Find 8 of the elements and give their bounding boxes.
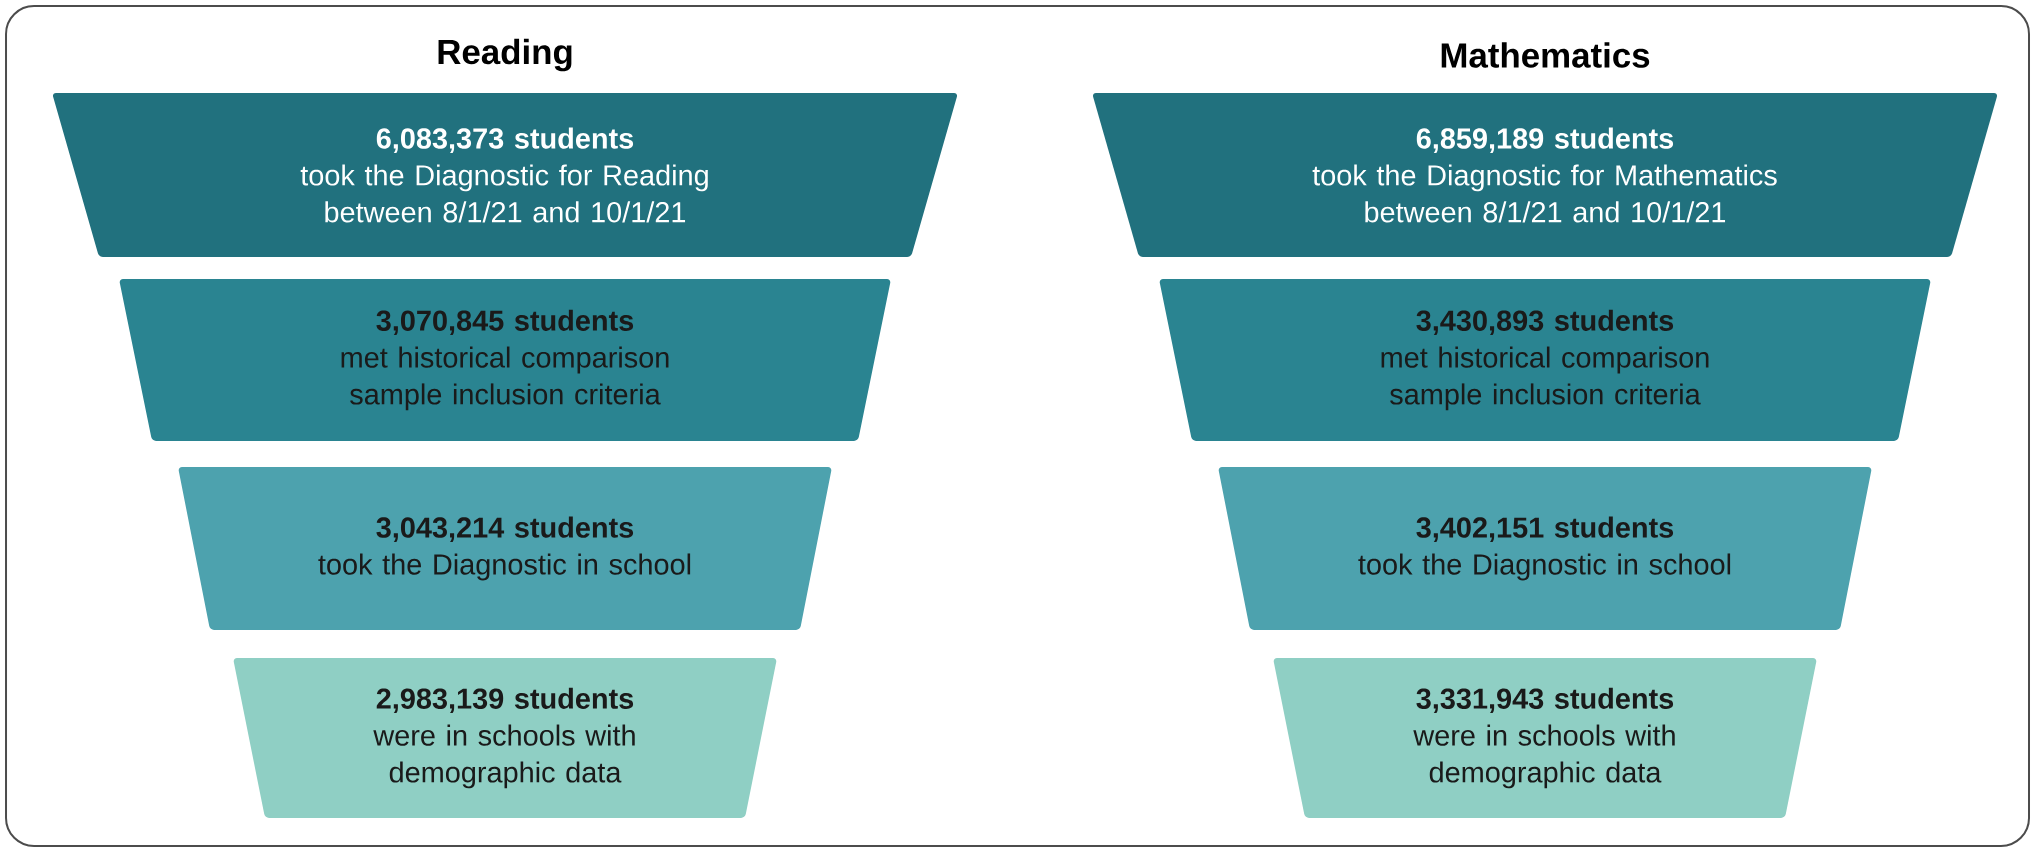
funnel-step: 3,430,893 students met historical comparison sample inclusion criteria [1159,279,1931,441]
funnel-step: 6,083,373 students took the Diagnostic for Reading between 8/1/21 and 10/1/21 [52,93,958,257]
funnel-step: 3,331,943 students were in schools with demographic data [1273,658,1817,818]
funnel-step: 3,402,151 students took the Diagnostic in school [1218,467,1872,630]
funnel-step: 6,859,189 students took the Diagnostic for Mathematics between 8/1/21 and 10/1/21 [1092,93,1998,257]
funnel-step: 2,983,139 students were in schools with demographic data [233,658,777,818]
funnel-step: 3,070,845 students met historical comparison sample inclusion criteria [119,279,891,441]
funnel-step: 3,043,214 students took the Diagnostic in school [178,467,832,630]
